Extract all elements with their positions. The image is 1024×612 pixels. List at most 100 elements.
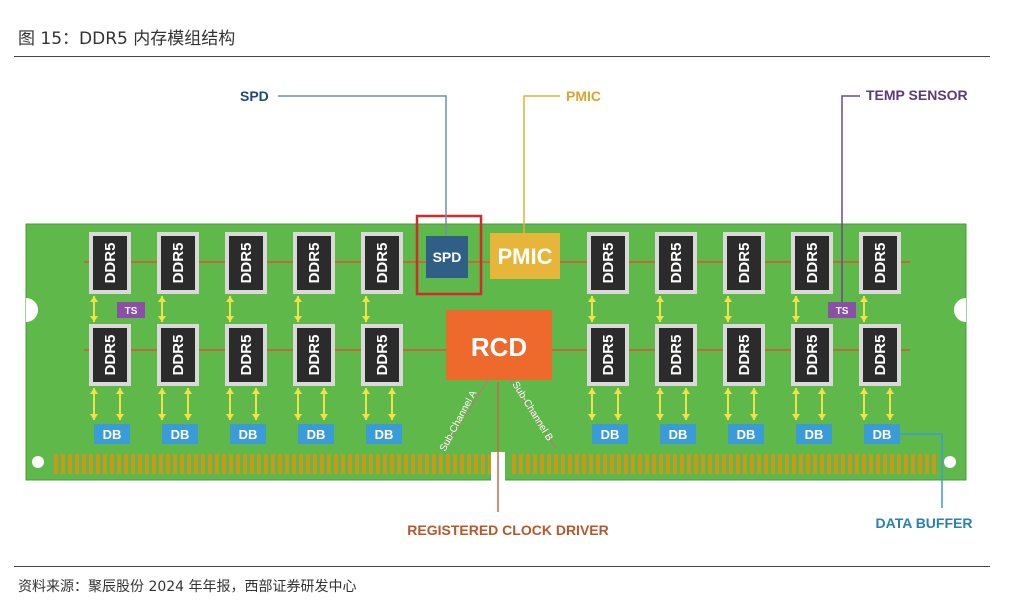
left-mount-hole (32, 456, 44, 468)
db-chip: DB (864, 424, 900, 444)
dram-label: DDR5 (102, 335, 119, 376)
temp-sensor-label: TEMP SENSOR (866, 87, 968, 103)
contact-pin (250, 454, 254, 474)
contact-pin (68, 454, 72, 474)
spd-highlight-box (415, 214, 483, 296)
dram-chip-top: DDR5 (293, 232, 335, 294)
contact-pin (582, 454, 586, 474)
rcd-chip: RCD (446, 310, 552, 380)
spd-leader (278, 95, 447, 236)
dram-label: DDR5 (736, 335, 753, 376)
dram-label: DDR5 (238, 335, 255, 376)
dram-chip-top: DDR5 (157, 232, 199, 294)
contact-pin (568, 454, 572, 474)
contact-pin (194, 454, 198, 474)
dram-chip-bottom: DDR5 (859, 324, 901, 386)
contact-pin (145, 454, 149, 474)
contact-pin (750, 454, 754, 474)
contact-pin (862, 454, 866, 474)
contact-pin (215, 454, 219, 474)
figure-title: 图 15：DDR5 内存模组结构 (18, 29, 236, 49)
contact-pin (481, 454, 485, 474)
bottom-rule (14, 566, 990, 567)
contact-pin (320, 454, 324, 474)
contact-pin (222, 454, 226, 474)
contact-pin (799, 454, 803, 474)
contact-pin (460, 454, 464, 474)
contact-pin (603, 454, 607, 474)
contact-pin (820, 454, 824, 474)
contact-pin (631, 454, 635, 474)
dram-chip-bottom: DDR5 (587, 324, 629, 386)
contact-pin (61, 454, 65, 474)
figure-source: 资料来源：聚辰股份 2024 年年报，西部证券研发中心 (18, 579, 357, 595)
pmic-label: PMIC (566, 88, 601, 104)
contact-pin (327, 454, 331, 474)
contact-pin (834, 454, 838, 474)
db-chip: DB (230, 424, 266, 444)
spd-chip: SPD (426, 236, 468, 278)
contact-pin (757, 454, 761, 474)
contact-pin (736, 454, 740, 474)
dram-label: DDR5 (170, 335, 187, 376)
contact-pin (285, 454, 289, 474)
data-arrows (90, 296, 894, 420)
dram-label: DDR5 (804, 335, 821, 376)
contact-pin (180, 454, 184, 474)
contact-pin (722, 454, 726, 474)
dram-label: DDR5 (306, 243, 323, 284)
dram-chip-bottom: DDR5 (157, 324, 199, 386)
contact-pin (715, 454, 719, 474)
contact-pin (771, 454, 775, 474)
contact-pin (666, 454, 670, 474)
contact-pin (652, 454, 656, 474)
contact-pin (519, 454, 523, 474)
dram-label: DDR5 (102, 243, 119, 284)
contact-pin (96, 454, 100, 474)
dram-chip-bottom: DDR5 (225, 324, 267, 386)
contact-pin (645, 454, 649, 474)
contact-pin (355, 454, 359, 474)
contact-pin (694, 454, 698, 474)
contact-pin (904, 454, 908, 474)
contact-pin (778, 454, 782, 474)
contact-pin (467, 454, 471, 474)
contact-pin (292, 454, 296, 474)
db-chip: DB (592, 424, 628, 444)
contact-pin (82, 454, 86, 474)
dram-chip-top: DDR5 (89, 232, 131, 294)
db-label: DB (171, 427, 190, 442)
dram-label: DDR5 (872, 335, 889, 376)
contact-pin (596, 454, 600, 474)
ts-chip-right: TS (828, 302, 856, 318)
right-mount-hole (944, 456, 956, 468)
contact-pin (561, 454, 565, 474)
dram-label: DDR5 (804, 243, 821, 284)
contact-pin (680, 454, 684, 474)
contact-pin (432, 454, 436, 474)
db-chip: DB (94, 424, 130, 444)
contact-pin (806, 454, 810, 474)
contact-pin (306, 454, 310, 474)
db-label: DB (239, 427, 258, 442)
contact-pin (299, 454, 303, 474)
contact-pin (390, 454, 394, 474)
contact-pin (418, 454, 422, 474)
contact-pin (659, 454, 663, 474)
dram-chip-top: DDR5 (225, 232, 267, 294)
db-label: DB (805, 427, 824, 442)
contact-pin (271, 454, 275, 474)
contact-pin (138, 454, 142, 474)
dram-chip-top: DDR5 (655, 232, 697, 294)
dram-label: DDR5 (374, 335, 391, 376)
db-chip: DB (366, 424, 402, 444)
dram-label: DDR5 (600, 335, 617, 376)
dram-label: DDR5 (306, 335, 323, 376)
contact-pin (848, 454, 852, 474)
contact-pin (617, 454, 621, 474)
contact-pin (173, 454, 177, 474)
contact-pins-right (512, 454, 936, 474)
